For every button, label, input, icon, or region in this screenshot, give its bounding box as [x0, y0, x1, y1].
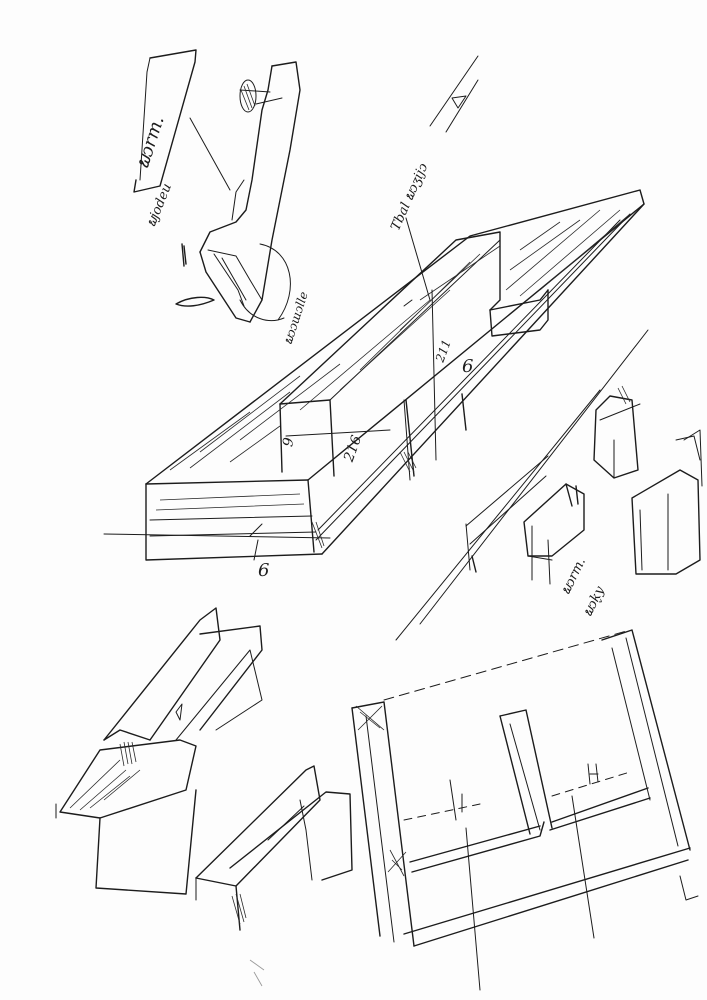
dimension-6-right: 6	[462, 356, 474, 377]
stepped-volume-study	[55, 607, 263, 895]
dimension-6-bottom: 6	[258, 560, 270, 581]
floor-plan	[351, 629, 699, 991]
section-cut-lines	[429, 55, 479, 133]
furniture-elevations	[395, 329, 703, 641]
bench-detail	[195, 765, 353, 987]
wall-section-detail	[133, 49, 301, 323]
main-isometric-volume	[103, 189, 645, 561]
